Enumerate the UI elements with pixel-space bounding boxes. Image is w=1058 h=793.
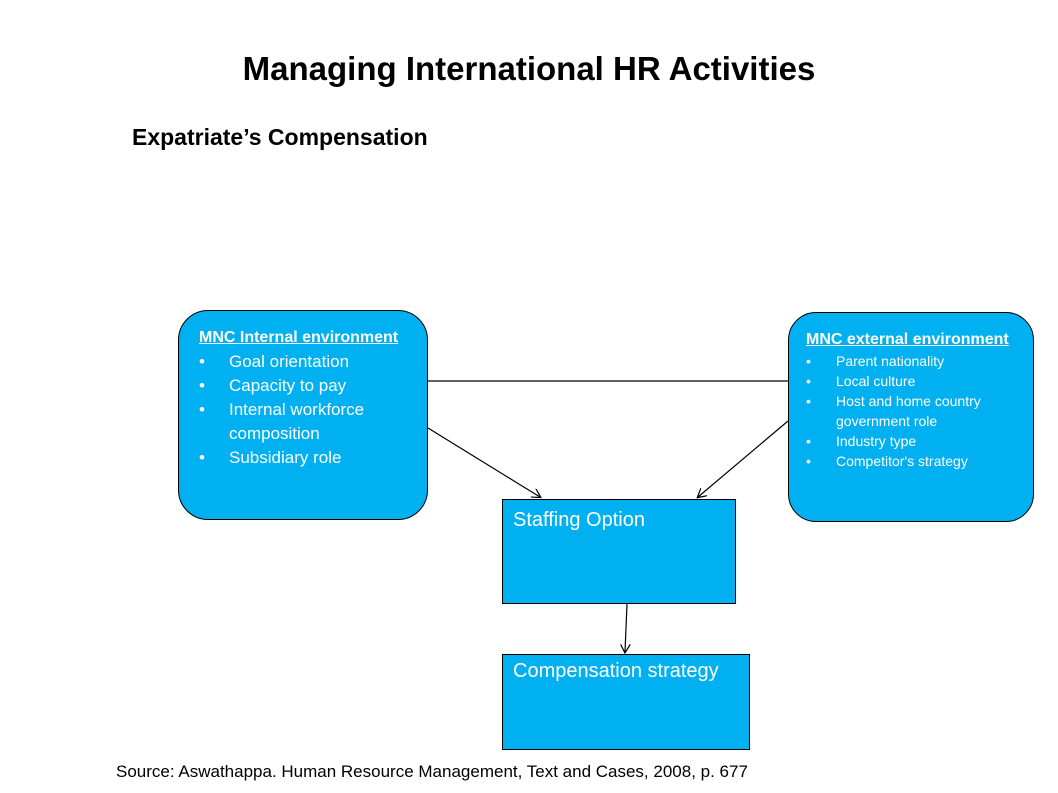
compensation-strategy-label: Compensation strategy: [513, 660, 719, 682]
page-title: Managing International HR Activities: [242, 50, 816, 87]
list-item: •Industry type: [806, 433, 917, 449]
list-item: •Parent nationality: [806, 353, 945, 369]
bullet-icon: •: [806, 393, 811, 409]
page-subtitle: Expatriate’s Compensation: [132, 124, 428, 150]
internal-environment-box: MNC Internal environment •Goal orientati…: [178, 310, 428, 520]
list-item: •Competitor's strategy: [806, 453, 968, 469]
bullet-icon: •: [199, 352, 205, 371]
internal-environment-heading: MNC Internal environment: [199, 329, 399, 346]
compensation-strategy-box: Compensation strategy: [502, 654, 750, 750]
bullet-icon: •: [199, 376, 205, 395]
bullet-icon: •: [806, 353, 811, 369]
list-item: •Internal workforce composition: [199, 400, 365, 443]
bullet-icon: •: [199, 448, 205, 467]
list-item: •Capacity to pay: [199, 374, 417, 398]
internal-environment-list: •Goal orientation •Capacity to pay •Inte…: [179, 348, 427, 470]
bullet-icon: •: [806, 433, 811, 449]
external-environment-box: MNC external environment •Parent nationa…: [788, 312, 1034, 522]
arrow-external-to-staffing: [698, 420, 789, 497]
bullet-icon: •: [199, 400, 205, 419]
external-environment-heading: MNC external environment: [806, 331, 1009, 348]
external-environment-list: •Parent nationality •Local culture •Host…: [789, 350, 1033, 471]
bullet-icon: •: [806, 373, 811, 389]
list-item: •Local culture: [806, 373, 916, 389]
list-item: •Goal orientation: [199, 350, 417, 374]
list-item: •Host and home country government role: [806, 393, 981, 429]
arrow-staffing-to-compensation: [625, 603, 627, 652]
staffing-option-label: Staffing Option: [513, 509, 645, 531]
staffing-option-box: Staffing Option: [502, 499, 736, 604]
bullet-icon: •: [806, 453, 811, 469]
source-citation: Source: Aswathappa. Human Resource Manag…: [116, 762, 748, 781]
arrow-internal-to-staffing: [427, 427, 540, 497]
list-item: •Subsidiary role: [199, 446, 417, 470]
